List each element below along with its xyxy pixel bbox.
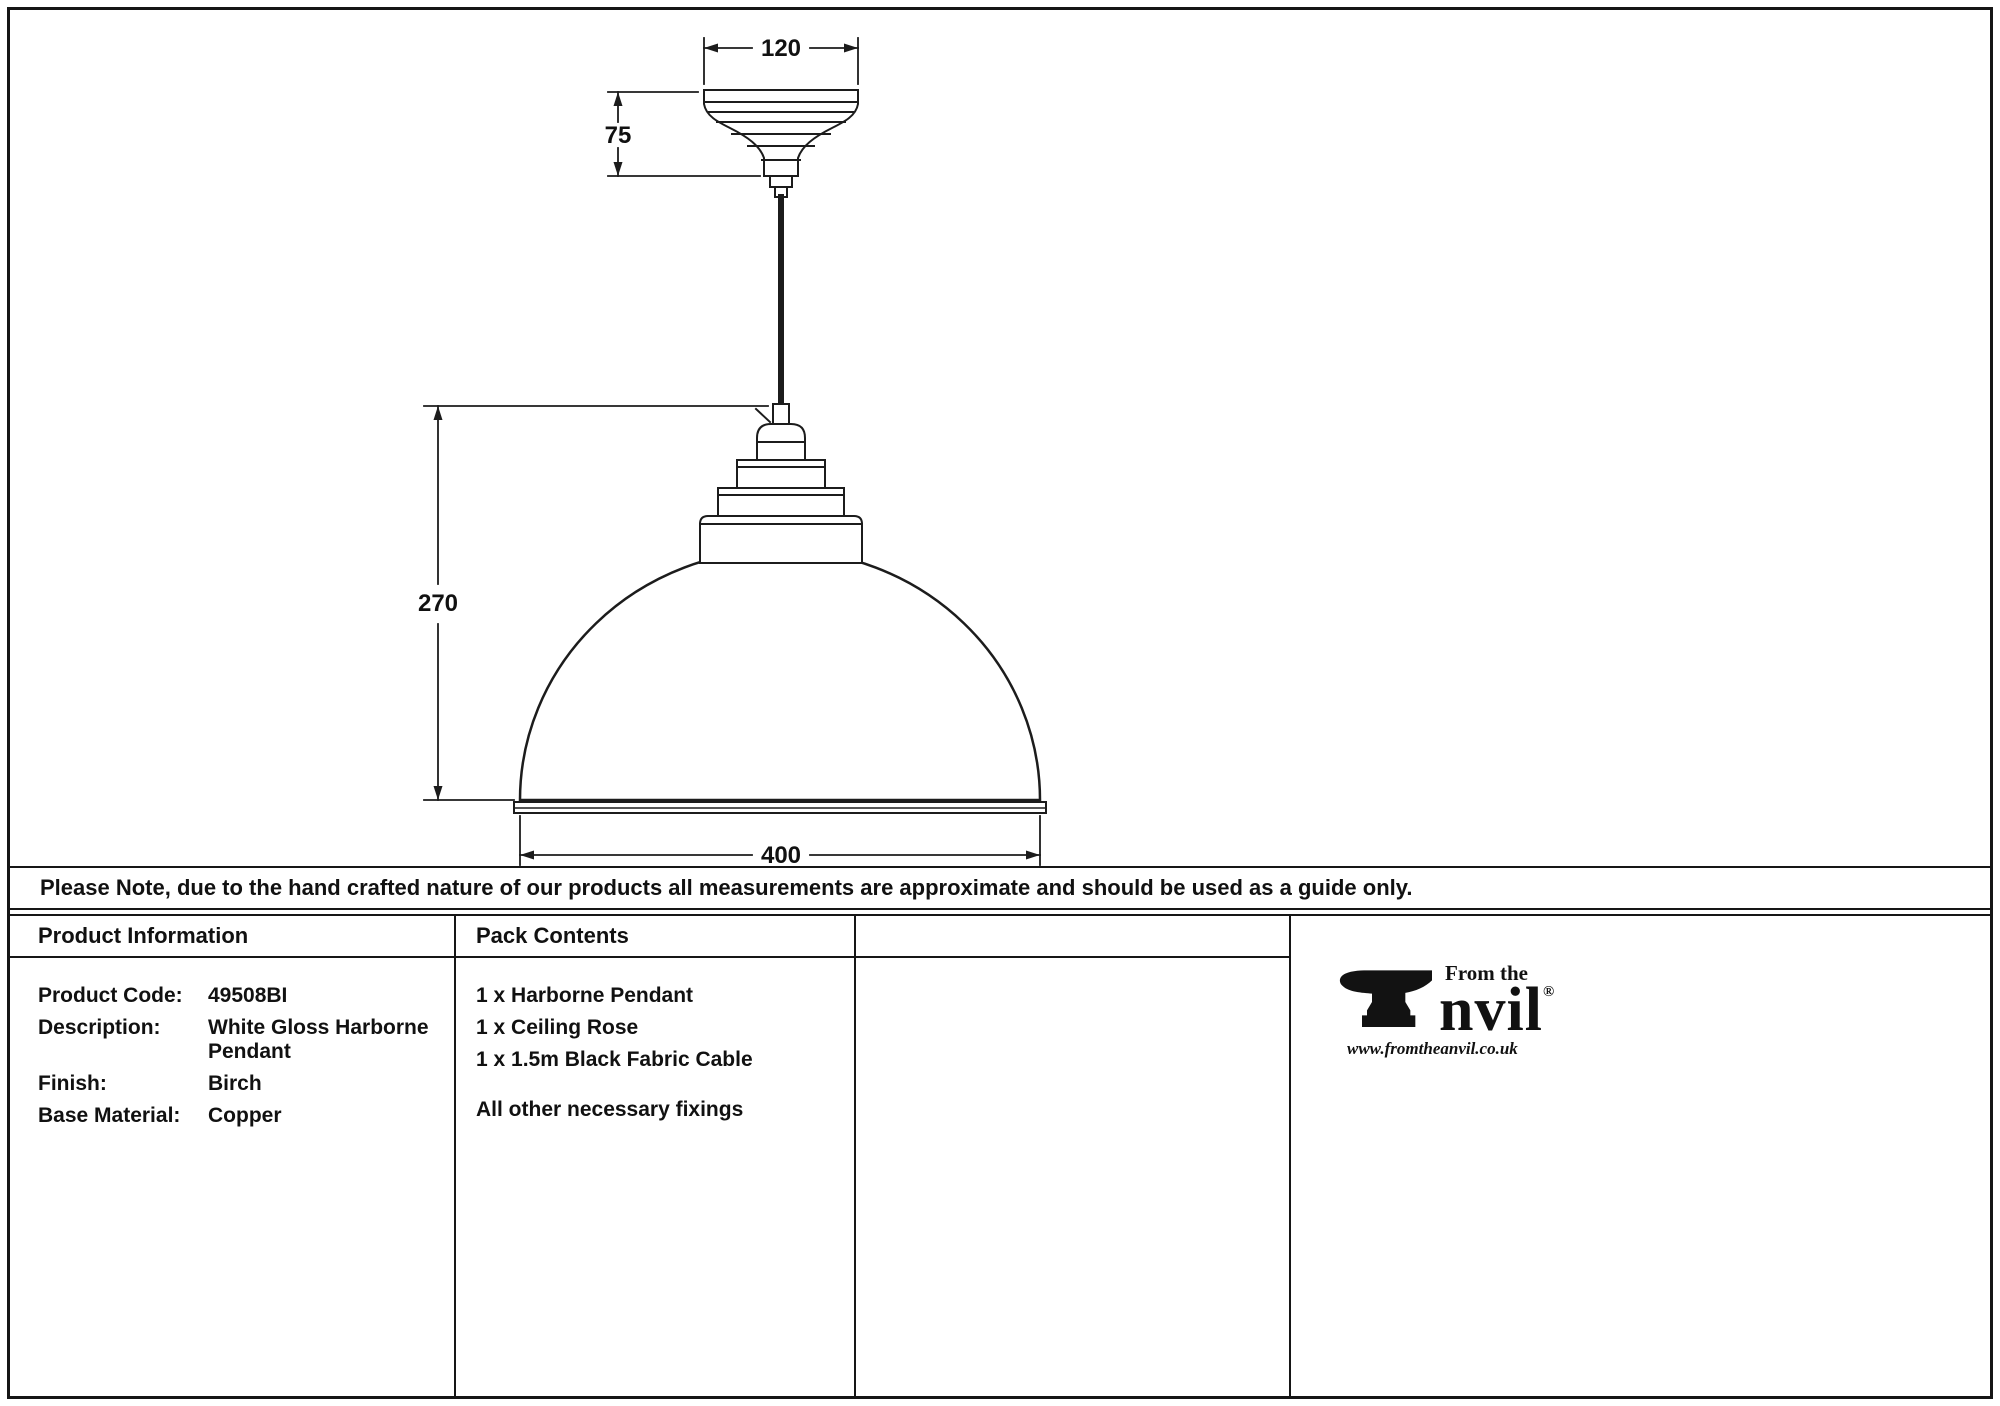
pack-contents-footer: All other necessary fixings [476,1098,744,1121]
measurement-note-text: Please Note, due to the hand crafted nat… [40,875,1413,900]
pack-contents-body: 1 x Harborne Pendant 1 x Ceiling Rose 1 … [456,958,856,1396]
pendant-technical-drawing: 120 75 [418,35,1047,866]
anvil-icon [1339,970,1432,1027]
empty-body-cell [856,958,1291,1396]
dim-label-270: 270 [418,590,458,617]
description-value: White Gloss Harborne Pendant [208,1016,429,1063]
base-material-value: Copper [208,1104,282,1127]
empty-header-cell [856,916,1291,958]
pack-item: 1 x Harborne Pendant [476,984,694,1007]
pendant-shade [513,548,1047,814]
ceiling-rose [703,89,859,198]
dim-label-120: 120 [761,35,801,62]
description-label: Description: [38,1016,161,1039]
dim-label-400: 400 [761,842,801,866]
spec-table: Product Information Pack Contents From t… [10,914,1990,1396]
dimension-shade-width: 400 [519,815,1041,866]
sheet-frame: 120 75 [7,7,1993,1399]
product-code-label: Product Code: [38,984,183,1007]
pack-contents-header: Pack Contents [456,916,856,958]
logo-name-text: nvil [1439,976,1543,1045]
base-material-label: Base Material: [38,1104,181,1127]
measurement-note-row: Please Note, due to the hand crafted nat… [10,866,1990,910]
technical-drawing-area: 120 75 [10,10,1990,866]
product-info-list: Product Code: 49508BI Description: White… [10,958,454,1128]
product-info-body: Product Code: 49508BI Description: White… [10,958,456,1396]
fabric-cable [754,194,790,425]
finish-label: Finish: [38,1072,107,1095]
logo-prefix-text: From the [1445,961,1529,986]
dimension-rose-width: 120 [703,35,859,85]
logo-url-text: www.fromtheanvil.co.uk [1347,1039,1518,1058]
registered-mark: ® [1542,984,1555,1001]
anvil-logo: From the nvil® www.fromtheanvil.co.uk [1337,958,1554,1059]
dimension-rose-height: 75 [605,91,761,177]
product-code-value: 49508BI [208,984,288,1007]
lamp-holder [699,423,863,564]
dimension-shade-height: 270 [418,405,769,801]
finish-value: Birch [208,1072,262,1095]
pack-item: 1 x Ceiling Rose [476,1016,639,1039]
dim-label-75: 75 [605,122,632,149]
pack-contents-list: 1 x Harborne Pendant 1 x Ceiling Rose 1 … [456,958,854,1122]
logo-cell: From the nvil® www.fromtheanvil.co.uk [1291,916,1990,1396]
pack-item: 1 x 1.5m Black Fabric Cable [476,1048,753,1071]
product-info-header: Product Information [10,916,456,958]
